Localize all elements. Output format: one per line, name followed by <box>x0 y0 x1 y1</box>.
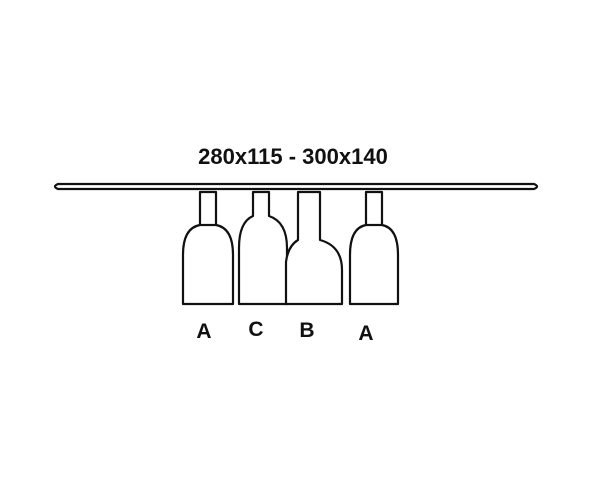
leg-label: A <box>196 320 211 343</box>
leg-label: A <box>358 322 373 345</box>
leg-label: C <box>248 318 263 341</box>
leg-a-left <box>181 190 235 306</box>
leg-c <box>237 190 289 306</box>
leg-a-right <box>348 190 400 306</box>
tabletop <box>53 182 539 191</box>
dimensions-label: 280x115 - 300x140 <box>198 144 388 169</box>
leg-b <box>284 190 344 306</box>
leg-label: B <box>299 319 314 342</box>
